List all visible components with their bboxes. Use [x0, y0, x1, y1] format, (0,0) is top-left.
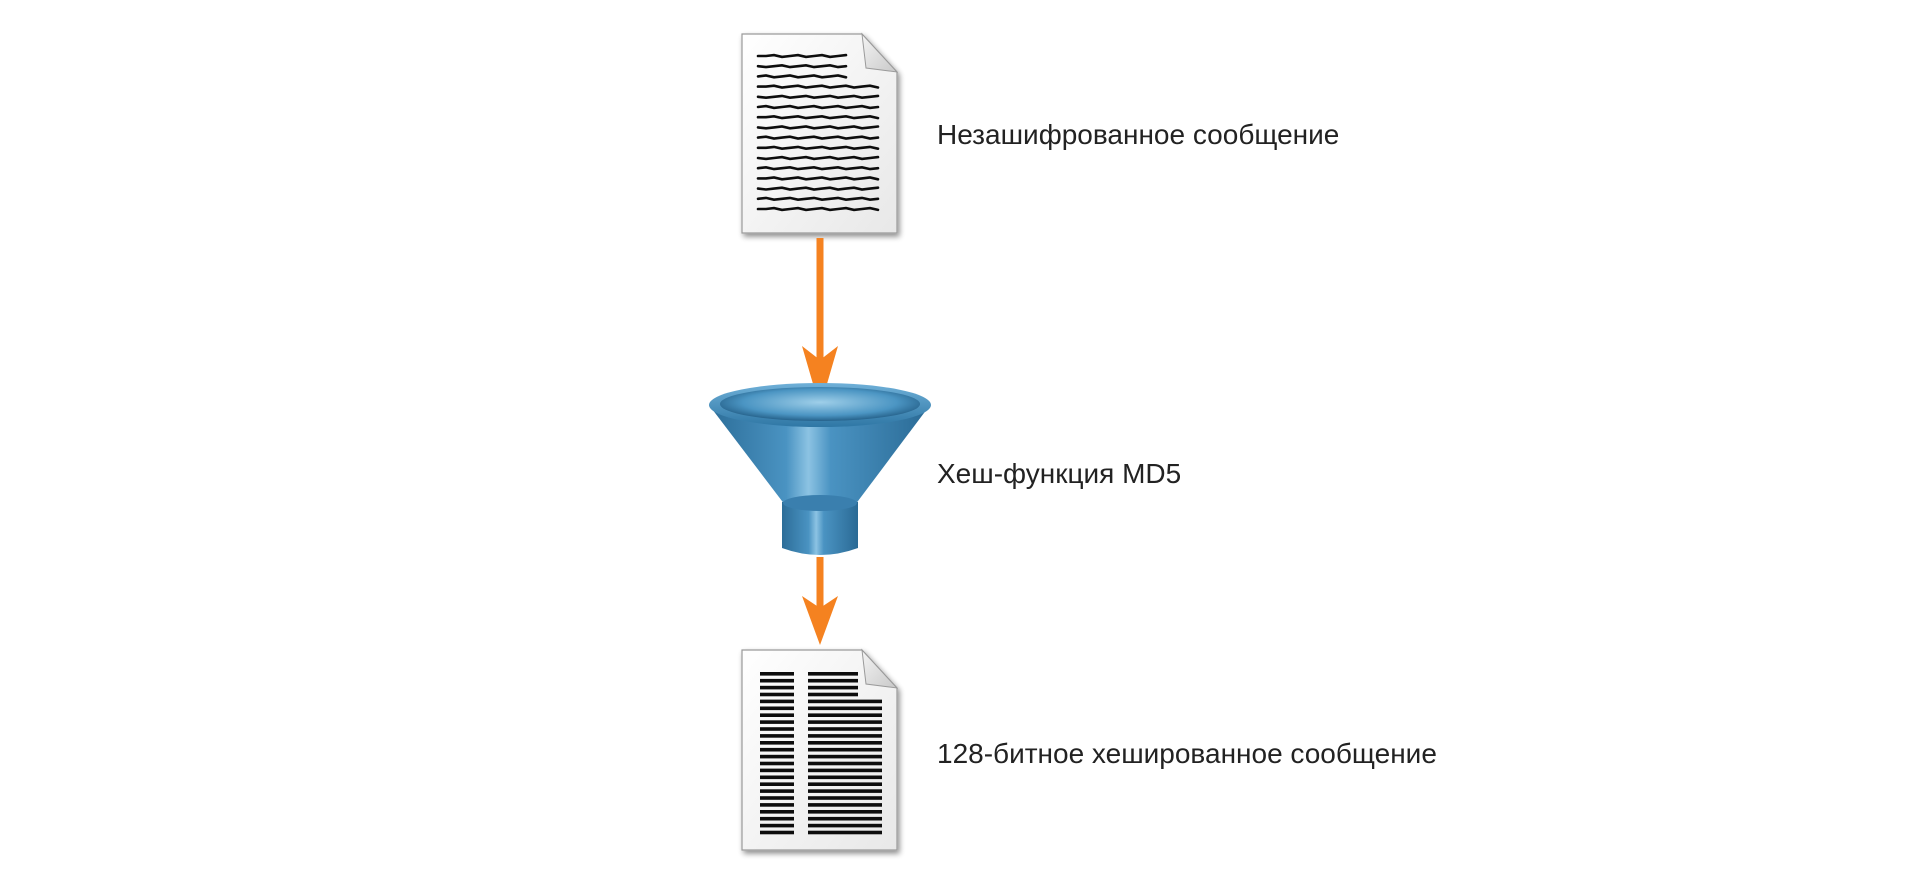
- text-line: [756, 145, 880, 151]
- hash-bar: [760, 706, 794, 711]
- hash-bar: [760, 761, 794, 766]
- text-line: [756, 94, 880, 100]
- text-line: [756, 114, 880, 120]
- hash-bar: [808, 775, 882, 780]
- hash-bar: [760, 747, 794, 752]
- hash-bar: [760, 672, 794, 676]
- hash-bar: [760, 823, 794, 828]
- hash-bar: [808, 706, 882, 711]
- hash-function-label: Хеш-функция MD5: [937, 458, 1182, 489]
- hash-bar: [808, 816, 882, 821]
- hash-bar: [760, 699, 794, 704]
- text-line: [756, 125, 880, 130]
- hash-bar: [808, 692, 858, 697]
- hashed-document-icon: [741, 648, 899, 851]
- hash-bar: [760, 720, 794, 724]
- text-line: [756, 135, 880, 140]
- text-line: [756, 206, 880, 212]
- document-icon: [741, 32, 899, 234]
- hash-bar: [808, 823, 882, 828]
- hash-bar: [760, 782, 794, 786]
- text-line: [756, 53, 848, 59]
- text-line: [756, 155, 880, 161]
- hash-bar: [760, 789, 794, 793]
- hash-bar: [808, 754, 882, 759]
- hash-bar: [760, 803, 794, 807]
- hash-bar: [808, 672, 858, 676]
- text-line: [756, 104, 880, 110]
- hash-bar: [808, 678, 858, 683]
- hashed-output-label: 128-битное хешированное сообщение: [937, 738, 1437, 769]
- hash-bar: [760, 816, 794, 821]
- text-line: [756, 165, 880, 171]
- text-line: [756, 176, 880, 181]
- hash-bar: [760, 830, 794, 835]
- hash-bar: [760, 727, 794, 731]
- text-line: [756, 196, 880, 202]
- hash-bar: [808, 796, 882, 800]
- text-line: [756, 186, 880, 191]
- funnel-icon: [709, 383, 931, 555]
- flow-arrow-bottom: [802, 557, 838, 645]
- hash-bar: [760, 768, 794, 773]
- hash-bar: [760, 678, 794, 683]
- hash-bar: [808, 699, 882, 704]
- hash-bar: [808, 747, 882, 752]
- hash-bar: [760, 685, 794, 690]
- hash-bar: [808, 734, 882, 738]
- hash-bar: [808, 761, 882, 766]
- hash-bar: [760, 810, 794, 814]
- text-line: [756, 63, 848, 69]
- hash-bar: [760, 754, 794, 759]
- hash-bar: [808, 803, 882, 807]
- text-line: [756, 74, 848, 79]
- hash-bar: [760, 692, 794, 697]
- hash-bar: [808, 713, 882, 717]
- text-line: [756, 84, 880, 89]
- hash-bar: [808, 830, 882, 835]
- hash-bar: [808, 720, 882, 724]
- hash-bar: [808, 789, 882, 793]
- hash-bar: [760, 713, 794, 717]
- hash-bar: [808, 727, 882, 731]
- hash-bar: [760, 734, 794, 738]
- flow-arrow-top: [802, 238, 838, 408]
- hash-bar: [760, 796, 794, 800]
- hash-bar: [808, 782, 882, 786]
- hash-bar: [760, 775, 794, 780]
- hash-bar: [808, 685, 858, 690]
- hash-bar: [760, 741, 794, 745]
- hash-bar: [808, 810, 882, 814]
- hash-bar: [808, 741, 882, 745]
- hash-bar: [808, 768, 882, 773]
- plaintext-label: Незашифрованное сообщение: [937, 119, 1340, 150]
